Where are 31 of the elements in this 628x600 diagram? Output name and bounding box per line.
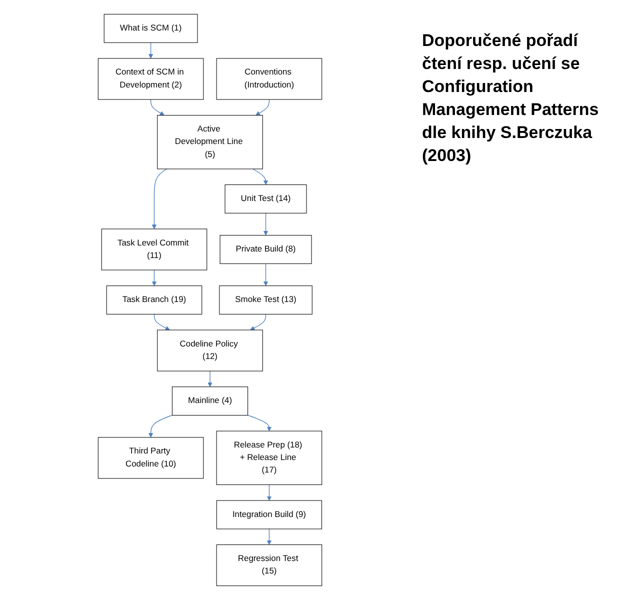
arrow [266, 484, 272, 501]
arrow [247, 414, 272, 432]
arrow [152, 270, 157, 286]
node-box: Active Development Line (5) [157, 115, 263, 170]
node-box: Codeline Policy (12) [157, 330, 263, 372]
node-box: Mainline (4) [172, 386, 248, 416]
arrow [148, 414, 173, 438]
arrow [152, 168, 168, 230]
node-box: Integration Build (9) [216, 500, 322, 530]
node-box: What is SCM (1) [104, 14, 198, 43]
node-box: Task Level Commit (11) [101, 228, 208, 270]
arrow [263, 263, 268, 286]
arrow [266, 528, 272, 545]
node-box: Regression Test (15) [216, 544, 322, 586]
node-box: Smoke Test (13) [219, 286, 312, 314]
title: Doporučené pořadí čtení resp. učení se Configuration Management Patterns dle knihy S.Berczuka (2003) [422, 30, 600, 167]
node-box: Task Branch (19) [106, 286, 202, 314]
node-box: Third Party Codeline (10) [98, 437, 204, 479]
node-box: Unit Test (14) [224, 184, 307, 214]
arrow [252, 168, 268, 185]
arrow [256, 99, 270, 116]
arrow [250, 314, 266, 330]
arrow [150, 99, 164, 116]
node-box: Context of SCM in Development (2) [98, 58, 204, 100]
arrow [154, 314, 170, 330]
arrow [208, 370, 212, 388]
arrow [263, 212, 268, 236]
arrow [148, 42, 154, 59]
node-box: Conventions (Introduction) [216, 58, 322, 100]
node-box: Release Prep (18) + Release Line (17) [216, 430, 322, 485]
node-box: Private Build (8) [220, 235, 312, 264]
